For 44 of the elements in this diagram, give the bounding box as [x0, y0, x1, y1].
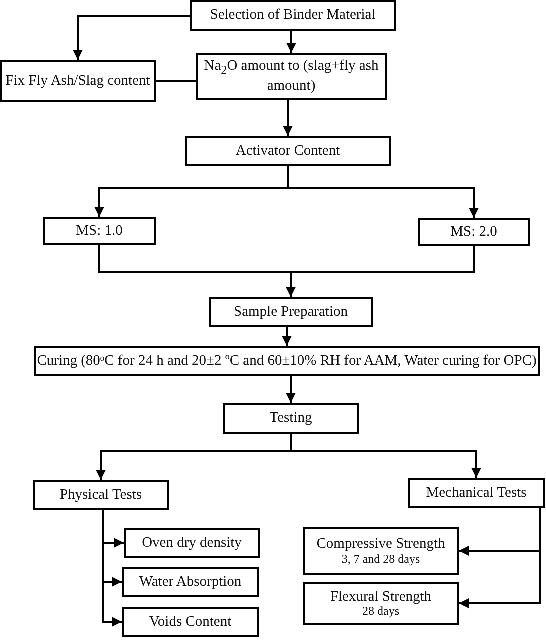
process-box: [190, 0, 396, 31]
process-box: [185, 136, 391, 166]
step-label: Flexural Strength: [330, 588, 432, 606]
step-label: Activator Content: [236, 142, 340, 160]
step-label: Testing: [270, 410, 312, 427]
step-label: MS: 2.0: [450, 224, 498, 240]
duration-note: 3, 7 and 28 days: [342, 552, 420, 566]
process-box: [418, 218, 530, 246]
process-box: [34, 346, 540, 376]
step-label: Physical Tests: [60, 486, 142, 504]
step-label: MS: 1.0: [76, 222, 123, 240]
step-label: Voids Content: [149, 614, 232, 630]
step-label: Sample Preparation: [234, 304, 348, 320]
arrow: [286, 376, 296, 403]
process-box: [122, 567, 259, 597]
arrow: [459, 508, 541, 608]
step-label: Mechanical Tests: [426, 484, 527, 502]
process-box: [196, 53, 387, 100]
arrow: [282, 327, 292, 346]
process-box: [33, 480, 169, 510]
arrow: [287, 166, 479, 218]
arrow: [290, 434, 482, 478]
process-box: [43, 217, 156, 245]
process-box: [408, 478, 545, 508]
process-box: [223, 403, 359, 434]
process-box: [303, 582, 459, 625]
arrow: [283, 100, 293, 136]
step-label: Oven dry density: [142, 534, 242, 552]
duration-note: 28 days: [362, 605, 400, 618]
process-box: [303, 527, 459, 575]
arrow: [73, 15, 190, 60]
step-label: Compressive Strength: [316, 536, 446, 553]
step-label: Water Absorption: [139, 574, 242, 590]
arrow: [286, 31, 296, 53]
process-box: [0, 60, 156, 102]
process-box: [122, 607, 259, 637]
connector-line: [156, 80, 196, 82]
process-box: [124, 528, 260, 558]
step-label: Selection of Binder Material: [210, 7, 376, 24]
step-label: Na$_{2}$O amount to (slag+fly ash amount): [203, 58, 380, 95]
arrow: [286, 246, 475, 297]
step-label: Curing (80ᵒC for 24 h and 20±2 ºC and 60±10% RH for AAM, Water curing for OPC): [37, 352, 537, 370]
step-label: Fix Fly Ash/Slag content: [6, 72, 150, 90]
process-box: [209, 297, 373, 327]
